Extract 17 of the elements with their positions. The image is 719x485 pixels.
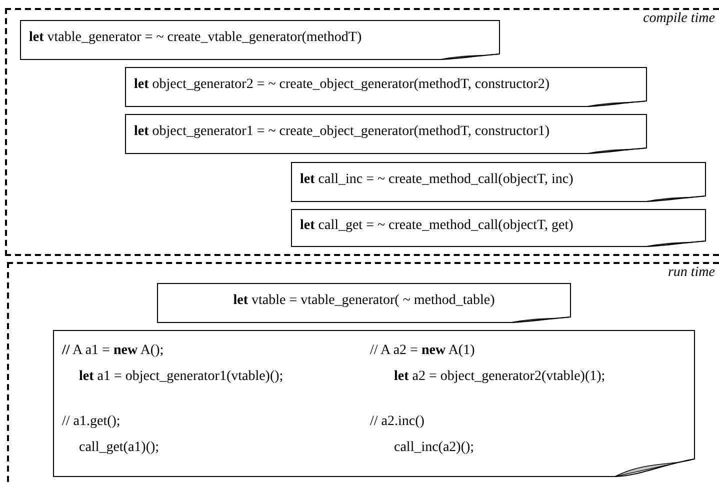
- code-line: // a2.inc(): [370, 413, 424, 431]
- region-label: compile time: [643, 10, 715, 28]
- code-line: let a1 = object_generator1(vtable)();: [79, 368, 284, 386]
- code-line: let object_generator1 = ~ create_object_generator(methodT, constructor1): [134, 123, 550, 141]
- code-line: // A a2 = new A(1): [370, 342, 475, 360]
- code-line: let a2 = object_generator2(vtable)(1);: [394, 368, 606, 386]
- code-line: let object_generator2 = ~ create_object_generator(methodT, constructor2): [134, 76, 550, 94]
- code-line: // a1.get();: [62, 413, 120, 431]
- code-line: let vtable = vtable_generator( ~ method_table): [233, 292, 495, 310]
- code-line: // A a1 = new A();: [62, 342, 164, 360]
- code-line: call_get(a1)();: [79, 439, 160, 457]
- dashed-region: [5, 8, 719, 256]
- code-line: let call_get = ~ create_method_call(objectT, get): [300, 217, 574, 235]
- code-line: call_inc(a2)();: [394, 439, 474, 457]
- region-label: run time: [668, 264, 715, 282]
- code-line: let call_inc = ~ create_method_call(objectT, inc): [300, 171, 574, 189]
- code-line: let vtable_generator = ~ create_vtable_generator(methodT): [29, 29, 362, 47]
